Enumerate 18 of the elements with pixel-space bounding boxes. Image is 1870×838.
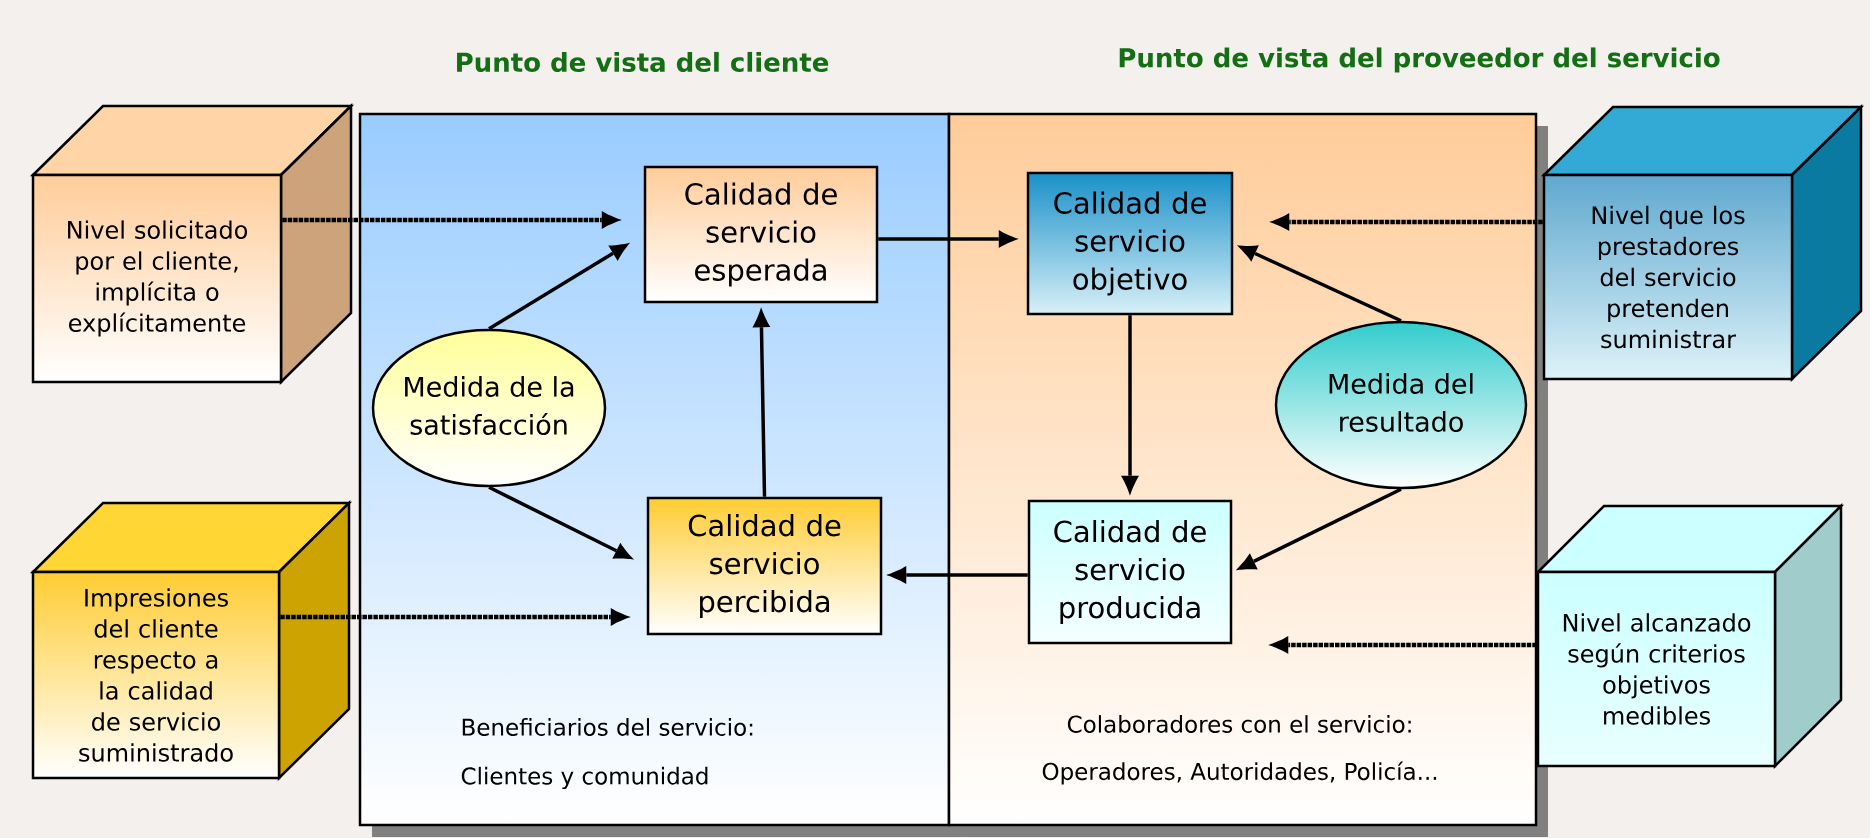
arrow xyxy=(488,242,631,331)
dotted-arrow xyxy=(280,608,631,626)
process-box: Calidad de servicio esperada xyxy=(643,165,879,304)
node-label: Punto de vista del proveedor del servicio xyxy=(1119,47,1720,73)
arrow xyxy=(878,230,1019,248)
arrow xyxy=(752,307,771,497)
dotted-arrow xyxy=(282,211,622,229)
node-label: Punto de vista del cliente xyxy=(457,51,829,73)
arrow xyxy=(1236,245,1402,323)
arrow xyxy=(886,566,1028,584)
arrow xyxy=(488,485,635,560)
dotted-arrow xyxy=(1268,636,1537,654)
arrow xyxy=(1235,487,1402,571)
process-box: Calidad de servicio objetivo xyxy=(1026,171,1234,316)
process-box: Calidad de servicio producida xyxy=(1027,499,1233,645)
dotted-arrow xyxy=(1269,213,1543,231)
process-box: Calidad de servicio percibida xyxy=(646,496,883,636)
arrow xyxy=(1121,315,1139,496)
